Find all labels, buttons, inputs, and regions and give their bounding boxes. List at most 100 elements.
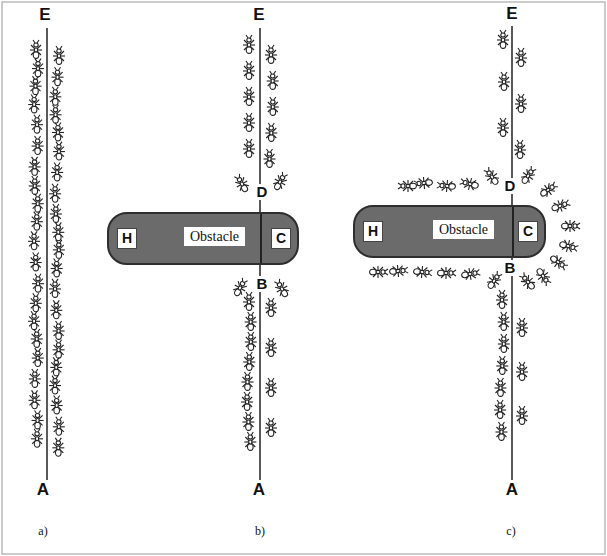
ant-group: [28, 30, 580, 456]
ant-figure: [558, 238, 579, 254]
end-marker-box: H: [363, 221, 383, 242]
ant-figure: [29, 176, 41, 194]
ant-figure: [53, 142, 65, 160]
ant-figure: [243, 292, 255, 310]
ant-figure: [389, 264, 408, 278]
ant-figure: [52, 222, 64, 240]
ant-figure: [243, 61, 255, 79]
ant-figure: [29, 157, 41, 175]
obstacle-band: H C Obstacle: [353, 205, 546, 258]
obstacle-label: Obstacle: [433, 220, 494, 239]
ant-figure: [271, 170, 291, 192]
panel-label: c): [504, 525, 517, 538]
ant-figure: [481, 165, 501, 187]
end-letter: C: [523, 223, 533, 239]
point-letter: B: [255, 276, 270, 293]
ant-figure: [243, 139, 255, 157]
ant-figure: [31, 329, 43, 347]
ant-figure: [32, 136, 44, 154]
ant-figure: [497, 118, 509, 136]
ant-figure: [459, 176, 480, 192]
ant-figure: [53, 240, 65, 258]
ant-figure: [538, 179, 560, 199]
ant-figure: [243, 35, 255, 53]
ant-figure: [515, 48, 527, 66]
ant-figure: [29, 369, 41, 387]
ant-figure: [265, 338, 277, 356]
ant-figure: [28, 311, 40, 329]
ant-figure: [272, 277, 292, 299]
ant-figure: [461, 266, 481, 281]
point-letter: B: [503, 260, 518, 277]
ant-figure: [28, 231, 40, 249]
ant-figure: [30, 40, 42, 58]
ant-figure: [496, 290, 508, 308]
end-letter: H: [368, 223, 378, 239]
ant-figure: [550, 197, 571, 215]
ant-figure: [49, 376, 61, 394]
point-letter: A: [35, 481, 51, 500]
ant-figure: [53, 46, 65, 64]
ant-figure: [52, 67, 64, 85]
ant-figure: [245, 332, 257, 350]
ant-figure: [548, 252, 570, 272]
point-letter: E: [504, 5, 519, 24]
ant-figure: [49, 87, 61, 105]
end-marker-box: C: [518, 221, 538, 242]
ant-figure: [242, 412, 254, 430]
ant-figure: [232, 172, 252, 194]
ant-figure: [516, 362, 528, 380]
ant-figure: [498, 312, 510, 330]
ant-figure: [241, 372, 253, 390]
point-letter: E: [251, 6, 266, 25]
ant-figure: [32, 194, 44, 212]
ant-figure: [496, 356, 508, 374]
ant-figure: [516, 318, 528, 336]
ant-figure: [49, 184, 61, 202]
obstacle-label: Obstacle: [184, 227, 245, 246]
ant-figure: [265, 45, 277, 63]
point-letter: A: [251, 481, 267, 500]
ant-figure: [32, 59, 44, 77]
ant-figure: [30, 293, 42, 311]
end-marker-box: H: [117, 228, 137, 249]
point-letter: E: [37, 6, 52, 25]
ant-figure: [32, 348, 44, 366]
ant-figure: [494, 400, 506, 418]
panel-label: a): [36, 525, 49, 538]
ant-figure: [497, 30, 509, 48]
ant-figure: [49, 279, 61, 297]
ant-figure: [414, 176, 433, 190]
ant-figure: [370, 266, 388, 278]
band-divider: [512, 207, 514, 256]
ant-figure: [51, 395, 63, 413]
ant-figure: [53, 340, 65, 358]
point-letter: D: [503, 178, 518, 195]
ant-figure: [498, 334, 510, 352]
ant-figure: [265, 378, 277, 396]
ant-figure: [31, 429, 43, 447]
ant-figure: [50, 105, 62, 123]
ant-figure: [52, 122, 64, 140]
ant-figure: [562, 220, 580, 232]
ant-figure: [243, 87, 255, 105]
ant-figure: [53, 417, 65, 435]
ant-figure: [32, 410, 44, 428]
end-letter: C: [276, 230, 286, 246]
ant-figure: [231, 276, 251, 298]
ant-figure: [28, 95, 40, 113]
ant-figure: [29, 390, 41, 408]
ant-figure: [514, 140, 526, 158]
ant-figure: [50, 357, 62, 375]
panel-label: b): [253, 525, 267, 538]
ant-figure: [515, 94, 527, 112]
ant-figure: [50, 204, 62, 222]
ant-figure: [498, 72, 510, 90]
band-divider: [260, 214, 262, 263]
end-letter: H: [122, 230, 132, 246]
ant-figure: [495, 422, 507, 440]
obstacle-band: H C Obstacle: [107, 212, 299, 265]
ant-figure: [52, 438, 64, 456]
ant-figure: [32, 274, 44, 292]
